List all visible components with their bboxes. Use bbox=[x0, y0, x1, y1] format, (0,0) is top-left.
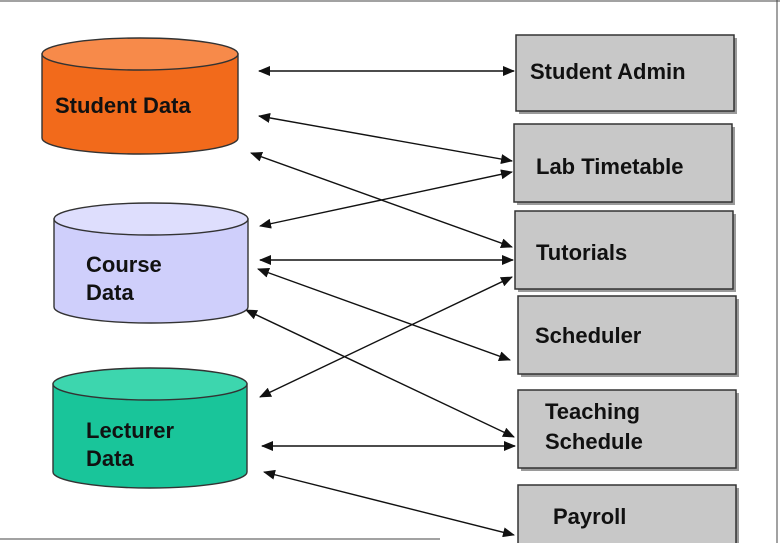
system-label-line: Student Admin bbox=[530, 59, 686, 84]
link-arrow-course-scheduler bbox=[257, 268, 511, 361]
database-cylinder-top bbox=[41, 37, 239, 71]
system-label-line: Teaching bbox=[545, 399, 640, 424]
system-box-rect bbox=[514, 210, 734, 290]
database-label-line: Student Data bbox=[55, 93, 191, 118]
system-box-rect bbox=[513, 123, 733, 203]
system-box-scheduler[interactable]: Scheduler bbox=[517, 295, 739, 377]
link-arrow-lecturer-payroll bbox=[263, 469, 515, 538]
system-box-rect bbox=[517, 484, 737, 543]
system-label-line: Schedule bbox=[545, 429, 643, 454]
database-cylinder-body bbox=[41, 53, 239, 155]
system-box-student-admin[interactable]: Student Admin bbox=[515, 34, 737, 114]
database-label-line: Lecturer bbox=[86, 418, 174, 443]
database-label-line: Data bbox=[86, 446, 134, 471]
database-cylinder-top bbox=[52, 367, 248, 401]
system-box-payroll[interactable]: Payroll bbox=[517, 484, 739, 543]
link-arrow-course-lab-timetable bbox=[259, 169, 513, 229]
database-cylinder-body bbox=[53, 218, 249, 324]
system-box-rect bbox=[515, 34, 735, 112]
database-label-line: Data bbox=[86, 280, 134, 305]
system-box-rect bbox=[517, 389, 737, 469]
system-label-line: Tutorials bbox=[536, 240, 627, 265]
system-label-line: Payroll bbox=[553, 504, 626, 529]
system-label-line: Lab Timetable bbox=[536, 154, 684, 179]
database-cylinder-top bbox=[53, 202, 249, 236]
link-arrow-student-lab-timetable bbox=[258, 113, 513, 164]
database-cylinder-body bbox=[52, 383, 248, 489]
database-student: Student Data bbox=[41, 37, 239, 155]
links-layer bbox=[245, 66, 516, 538]
link-arrow-course-teaching-schedule bbox=[245, 309, 515, 438]
system-box-tutorials[interactable]: Tutorials bbox=[514, 210, 736, 292]
link-arrow-lecturer-tutorials bbox=[259, 276, 513, 398]
system-box-lab-timetable[interactable]: Lab Timetable bbox=[513, 123, 735, 205]
database-label-line: Course bbox=[86, 252, 162, 277]
system-box-rect bbox=[517, 295, 737, 375]
system-label-line: Scheduler bbox=[535, 323, 642, 348]
